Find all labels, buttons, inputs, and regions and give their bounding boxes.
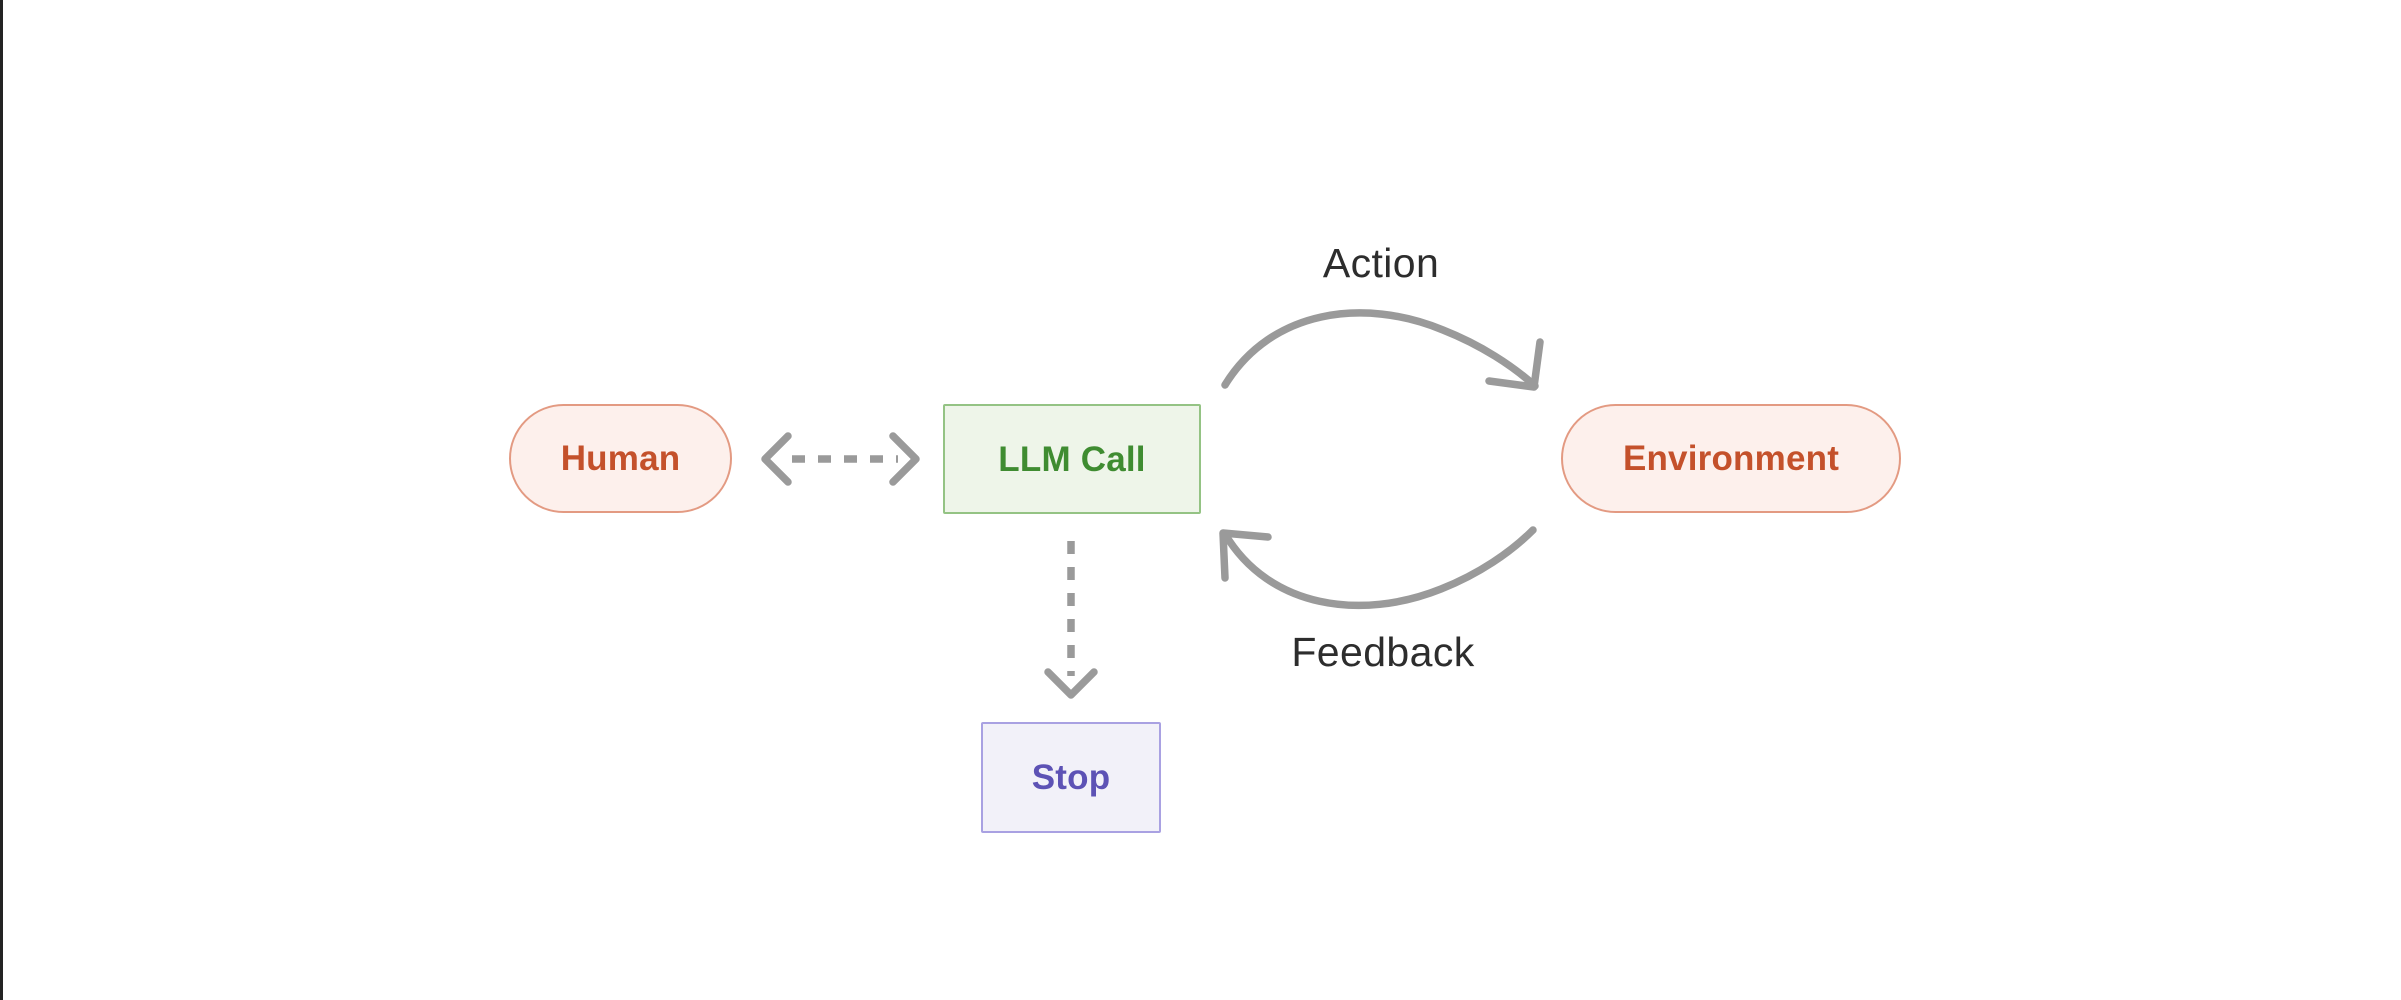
human-llm-arrowhead-left-icon [761,432,792,486]
human-llm-arrowhead-right-icon [889,432,920,486]
node-llm-call-label: LLM Call [998,439,1146,479]
diagram-connectors-layer: LLM Call : dashed bidirectional ---- --> [761,309,1544,699]
edge-action [1221,309,1544,391]
edge-llm-stop [1044,541,1098,699]
action-arc-line [1221,309,1539,390]
action-arrowhead-icon [1485,338,1544,391]
node-environment[interactable]: Environment [1561,404,1901,513]
node-stop-label: Stop [1031,758,1111,797]
edge-human-llm [761,432,920,486]
feedback-arrowhead-icon [1219,529,1272,582]
node-human-label: Human [560,439,681,478]
node-stop[interactable]: Stop [981,722,1161,833]
node-human[interactable]: Human [509,404,732,513]
llm-stop-arrowhead-icon [1044,668,1098,699]
feedback-arc-line [1221,526,1537,610]
edge-label-action: Action [1322,240,1440,286]
node-llm-call[interactable]: LLM Call [943,404,1201,514]
edge-feedback [1219,526,1537,610]
edge-label-feedback: Feedback [1291,629,1475,675]
node-environment-label: Environment [1622,439,1840,478]
